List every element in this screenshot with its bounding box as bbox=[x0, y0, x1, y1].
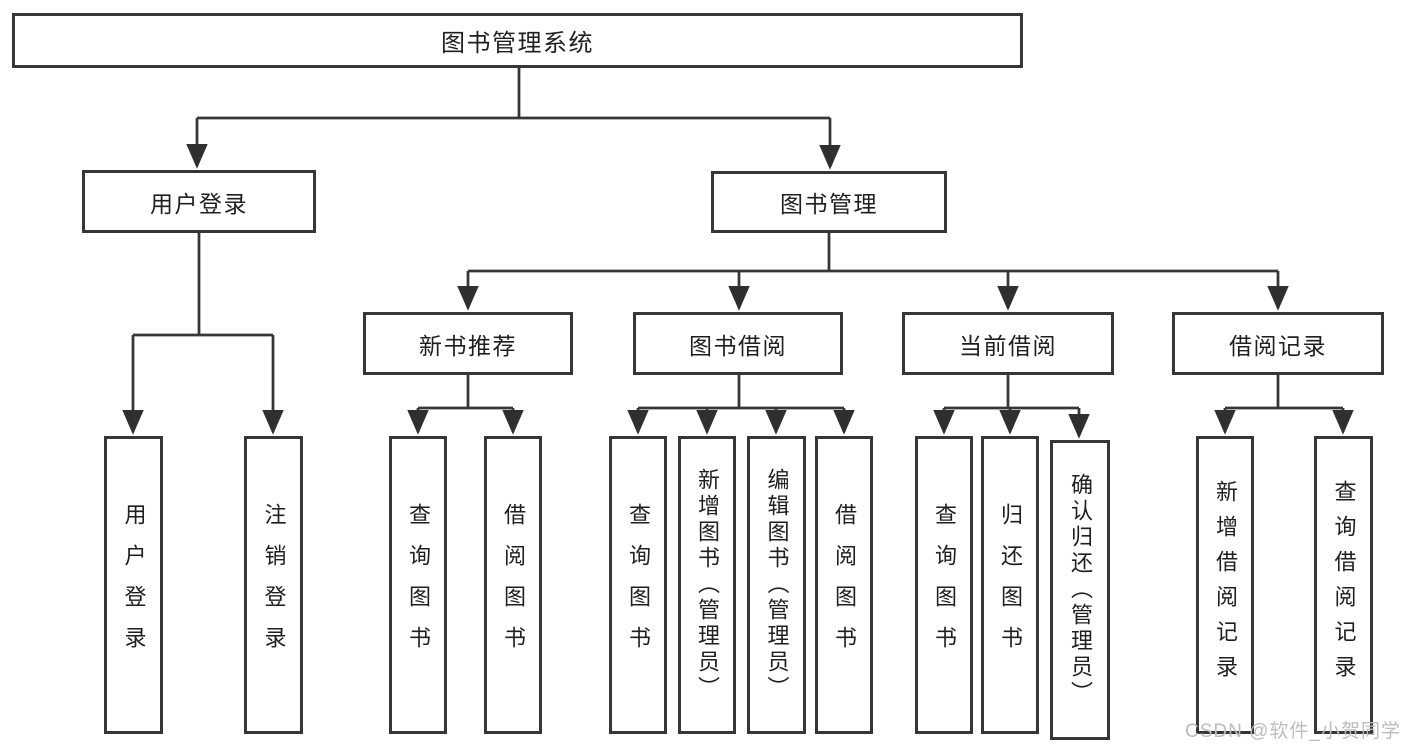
leaf-confirm-return-admin: 确认归还（管理员） bbox=[1050, 440, 1110, 740]
leaf-add-borrow-record: 新增借阅记录 bbox=[1196, 436, 1254, 734]
node-library-management-system: 图书管理系统 bbox=[12, 13, 1023, 68]
csdn-watermark: CSDN @软件_小贺同学 bbox=[1185, 721, 1401, 742]
leaf-query-borrow-record: 查询借阅记录 bbox=[1314, 436, 1373, 734]
leaf-logout: 注销登录 bbox=[244, 436, 303, 734]
edge-user-login-to-leaves bbox=[122, 233, 284, 435]
leaf-edit-books-admin: 编辑图书（管理员） bbox=[747, 436, 806, 734]
leaf-user-login: 用户登录 bbox=[104, 436, 163, 734]
leaf-return-books: 归还图书 bbox=[981, 436, 1039, 734]
edge-book-borrow-to-leaves bbox=[627, 375, 855, 435]
node-user-login: 用户登录 bbox=[82, 170, 316, 233]
node-book-borrow: 图书借阅 bbox=[633, 312, 843, 375]
leaf-query-books-current: 查询图书 bbox=[915, 436, 973, 734]
leaf-query-books-borrow: 查询图书 bbox=[609, 436, 667, 734]
leaf-borrow-books-recommend: 借阅图书 bbox=[484, 436, 542, 734]
node-book-management: 图书管理 bbox=[711, 171, 947, 233]
edge-new-books-to-leaves bbox=[407, 375, 524, 435]
edge-current-borrow-to-leaves bbox=[933, 375, 1090, 439]
node-current-borrow: 当前借阅 bbox=[902, 312, 1114, 375]
node-borrow-records: 借阅记录 bbox=[1172, 312, 1384, 375]
leaf-add-books-admin: 新增图书（管理员） bbox=[678, 436, 736, 734]
edge-book-mgmt-to-level3 bbox=[457, 233, 1289, 311]
leaf-borrow-books: 借阅图书 bbox=[815, 436, 873, 734]
leaf-query-books-recommend: 查询图书 bbox=[389, 436, 447, 734]
edge-borrow-records-to-leaves bbox=[1214, 375, 1354, 435]
edge-root-to-level2 bbox=[186, 68, 841, 170]
node-new-book-recommend: 新书推荐 bbox=[363, 312, 573, 375]
